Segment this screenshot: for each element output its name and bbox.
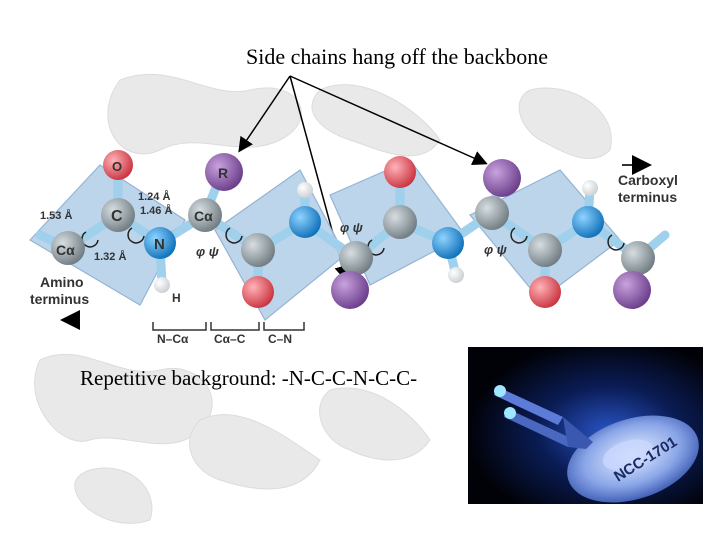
slide-title: Side chains hang off the backbone [246, 44, 549, 69]
oxygen-label: O [112, 159, 122, 174]
oxygen-atom [384, 156, 416, 188]
hydrogen-atom [297, 182, 313, 198]
bond-brackets [152, 322, 305, 331]
starship-icon [494, 385, 699, 503]
alpha-carbon-label: Cα [56, 242, 75, 258]
carbon-atom [528, 233, 562, 267]
side-chain-atom [613, 271, 651, 309]
side-chain-atom [205, 153, 243, 191]
amino-terminus-line2: terminus [30, 291, 89, 307]
bracket-calpha-c: Cα–C [214, 332, 246, 346]
nitrogen-atom [572, 206, 604, 238]
bracket-c-n: C–N [268, 332, 292, 346]
nitrogen-atom [432, 227, 464, 259]
carboxyl-terminus-line2: terminus [618, 189, 677, 205]
rotation-arrows [81, 227, 625, 256]
nitrogen-atom [289, 206, 321, 238]
carbon-atom [383, 205, 417, 239]
oxygen-atom [529, 276, 561, 308]
starship-photo: NCC-1701 [468, 347, 703, 504]
side-chain-label: R [218, 165, 228, 181]
nitrogen-atom [144, 227, 176, 259]
amino-terminus-line1: Amino [40, 274, 84, 290]
hydrogen-atom [582, 180, 598, 196]
torsion-phi-psi-2: φ ψ [340, 220, 363, 235]
bracket-n-calpha: N–Cα [157, 332, 189, 346]
alpha-carbon-atom [51, 231, 85, 265]
alpha-carbon-atom [621, 241, 655, 275]
carbonyl-carbon-label: C [111, 208, 123, 225]
slide-caption: Repetitive background: -N-C-C-N-C-C- [80, 366, 418, 390]
hydrogen-atom [154, 277, 170, 293]
side-chain-atom [483, 159, 521, 197]
nitrogen-label: N [154, 236, 165, 253]
carbon-atom [241, 233, 275, 267]
oxygen-atom [242, 276, 274, 308]
oxygen-atom [103, 150, 133, 180]
side-chain-atom [331, 271, 369, 309]
bond-length-co: 1.24 Å [138, 190, 170, 203]
bond-length-cn: 1.32 Å [94, 250, 126, 263]
bond-length-calpha-c: 1.53 Å [40, 209, 72, 222]
carbonyl-carbon-atom [101, 198, 135, 232]
torsion-phi-psi-3: φ ψ [484, 242, 507, 257]
bond-length-n-calpha: 1.46 Å [140, 204, 172, 217]
carboxyl-terminus-line1: Carboxyl [618, 172, 678, 188]
arrow-to-side-chain-3 [289, 75, 488, 165]
torsion-phi-psi-1: φ ψ [196, 244, 219, 259]
hydrogen-atom [448, 267, 464, 283]
alpha-carbon-atom [475, 196, 509, 230]
alpha-carbon-2-label: Cα [194, 208, 213, 224]
alpha-carbon-atom [339, 241, 373, 275]
hydrogen-label: H [172, 291, 181, 305]
alpha-carbon-atom-2 [188, 198, 222, 232]
arrow-to-side-chain-1 [238, 75, 291, 153]
